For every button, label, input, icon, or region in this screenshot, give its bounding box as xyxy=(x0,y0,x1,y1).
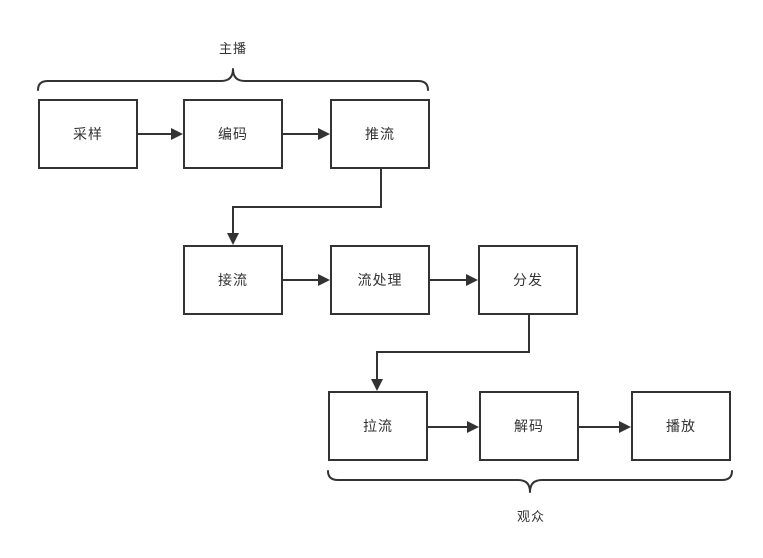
arrowhead xyxy=(318,274,330,286)
arrowhead xyxy=(467,421,479,433)
node-label: 解码 xyxy=(514,418,544,434)
node-label: 播放 xyxy=(666,418,696,434)
node-pull-stream[interactable]: 拉流 xyxy=(328,391,428,461)
edge-distribution-pull xyxy=(376,315,530,380)
arrowhead xyxy=(466,274,478,286)
node-distribution[interactable]: 分发 xyxy=(478,245,578,315)
arrowhead xyxy=(171,128,183,140)
node-sampling[interactable]: 采样 xyxy=(38,99,138,169)
node-label: 采样 xyxy=(73,126,103,142)
node-decoding[interactable]: 解码 xyxy=(479,391,579,461)
node-label: 拉流 xyxy=(363,418,393,434)
arrowhead xyxy=(371,379,383,391)
node-label: 流处理 xyxy=(357,272,403,288)
node-push-stream[interactable]: 推流 xyxy=(330,99,430,169)
node-label: 编码 xyxy=(218,126,248,142)
group-label-broadcaster: 主播 xyxy=(218,41,247,56)
arrowhead xyxy=(318,128,330,140)
arrowhead xyxy=(227,233,239,245)
node-label: 推流 xyxy=(365,126,395,142)
edge-push-receive xyxy=(232,169,382,234)
node-playback[interactable]: 播放 xyxy=(631,391,731,461)
node-stream-process[interactable]: 流处理 xyxy=(330,245,430,315)
node-encoding[interactable]: 编码 xyxy=(183,99,283,169)
brace-audience xyxy=(327,470,733,493)
arrowhead xyxy=(619,421,631,433)
node-label: 分发 xyxy=(513,272,543,288)
node-receive-stream[interactable]: 接流 xyxy=(183,245,283,315)
group-label-audience: 观众 xyxy=(516,509,545,524)
brace-broadcaster xyxy=(37,68,429,91)
node-label: 接流 xyxy=(218,272,248,288)
